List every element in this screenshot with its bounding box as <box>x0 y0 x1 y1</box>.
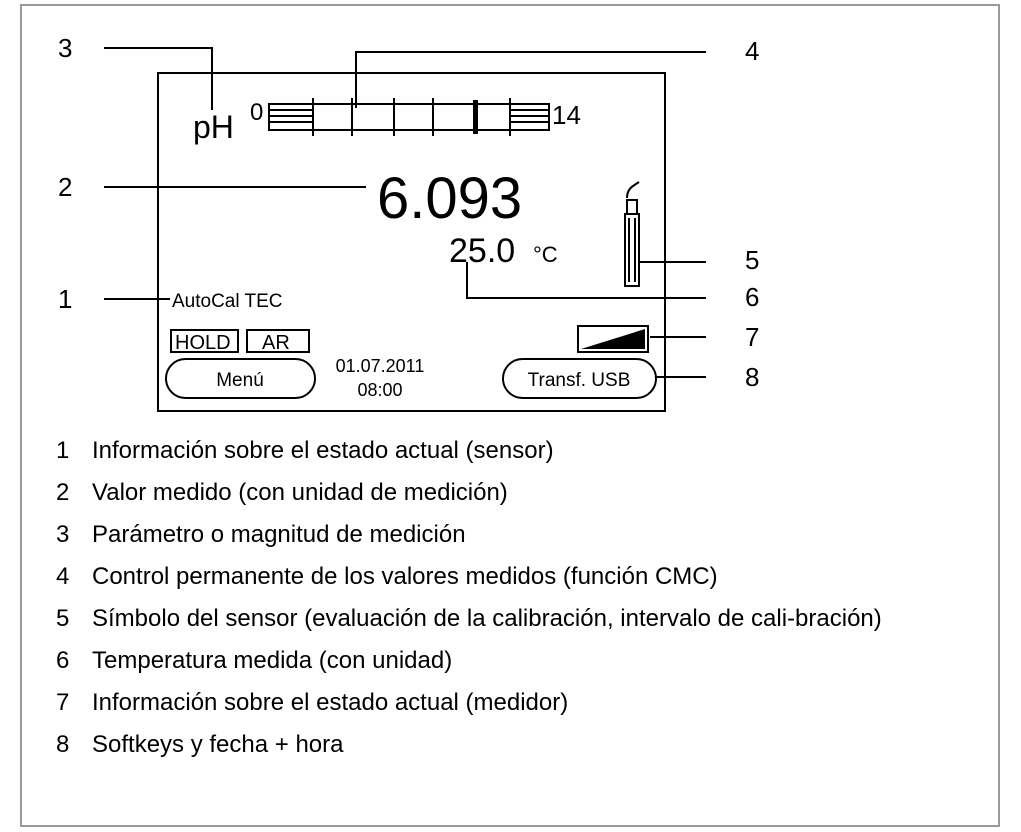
legend-number: 8 <box>56 731 70 758</box>
cmc-bar <box>268 98 550 136</box>
scale-min: 0 <box>250 99 263 126</box>
legend-item-1: 1 Información sobre el estado actual (se… <box>56 436 956 466</box>
legend-item-4: 4 Control permanente de los valores medi… <box>56 562 956 592</box>
scale-max: 14 <box>552 100 581 130</box>
temperature-unit: °C <box>533 242 558 267</box>
hold-badge <box>170 329 239 353</box>
measured-value: 6.093 <box>377 166 522 231</box>
legend-item-6: 6 Temperatura medida (con unidad) <box>56 646 956 676</box>
callout-5: 5 <box>745 245 759 275</box>
legend-list: 1 Información sobre el estado actual (se… <box>56 436 956 772</box>
sensor-symbol-icon <box>624 181 640 287</box>
softkey-menu-label: Menú <box>216 370 264 391</box>
softkey-transfer-usb-button[interactable] <box>502 358 657 399</box>
parameter-label: pH <box>193 109 234 145</box>
legend-text: Softkeys y fecha + hora <box>92 731 344 758</box>
callout-7: 7 <box>745 322 759 352</box>
legend-number: 4 <box>56 563 70 590</box>
callout-8: 8 <box>745 362 759 392</box>
meter-status-icon <box>577 325 649 353</box>
legend-number: 5 <box>56 605 70 632</box>
callout-3: 3 <box>58 33 72 63</box>
legend-text: Temperatura medida (con unidad) <box>92 647 453 674</box>
time-label: 08:00 <box>357 380 402 400</box>
legend-number: 3 <box>56 521 70 548</box>
callout-1: 1 <box>58 284 72 314</box>
callout-4: 4 <box>745 36 759 66</box>
legend-text: Símbolo del sensor (evaluación de la cal… <box>92 605 882 632</box>
legend-number: 2 <box>56 479 70 506</box>
legend-text: Parámetro o magnitud de medición <box>92 521 466 548</box>
legend-number: 1 <box>56 437 70 464</box>
legend-item-5: 5 Símbolo del sensor (evaluación de la c… <box>56 604 956 634</box>
legend-text: Información sobre el estado actual (medi… <box>92 689 569 716</box>
cmc-right-hatch <box>510 109 549 123</box>
softkey-menu-button[interactable] <box>165 358 316 399</box>
legend-text: Control permanente de los valores medido… <box>92 563 718 590</box>
legend-text: Información sobre el estado actual (sens… <box>92 437 554 464</box>
status-text: AutoCal TEC <box>172 291 283 312</box>
date-label: 01.07.2011 <box>336 356 425 376</box>
callout-2: 2 <box>58 172 72 202</box>
callout-lines <box>104 47 706 378</box>
cmc-left-hatch <box>269 109 313 123</box>
legend-item-8: 8 Softkeys y fecha + hora <box>56 730 956 760</box>
legend-number: 6 <box>56 647 70 674</box>
ar-badge <box>246 329 310 353</box>
ar-label: AR <box>262 332 290 354</box>
legend-item-2: 2 Valor medido (con unidad de medición) <box>56 478 956 508</box>
temperature-value: 25.0 <box>449 232 515 270</box>
legend-item-7: 7 Información sobre el estado actual (me… <box>56 688 956 718</box>
legend-text: Valor medido (con unidad de medición) <box>92 479 508 506</box>
legend-item-3: 3 Parámetro o magnitud de medición <box>56 520 956 550</box>
callout-6: 6 <box>745 282 759 312</box>
hold-label: HOLD <box>175 332 231 354</box>
cmc-indicator <box>473 100 478 134</box>
legend-number: 7 <box>56 689 70 716</box>
softkey-transfer-usb-label: Transf. USB <box>528 370 631 391</box>
